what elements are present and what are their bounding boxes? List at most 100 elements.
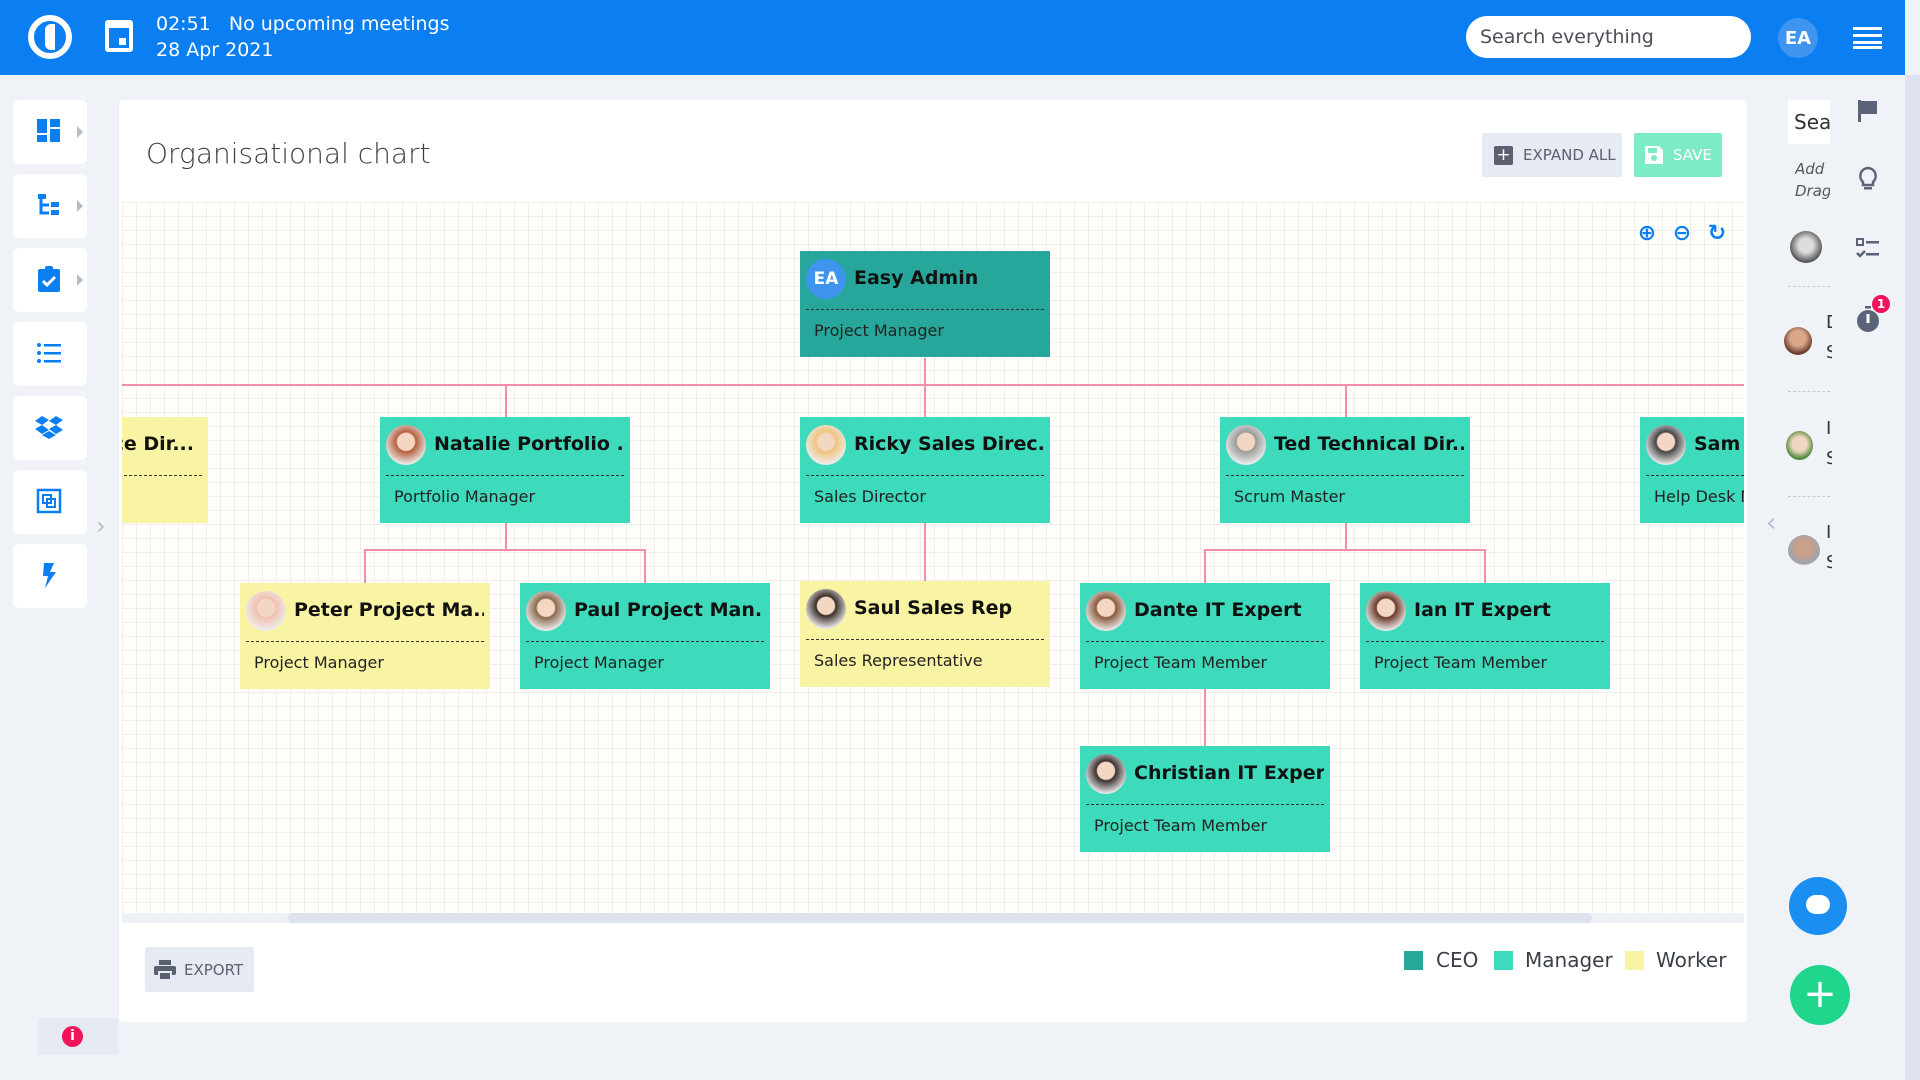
- lightning-icon: [35, 561, 63, 589]
- user-role: S: [1826, 448, 1832, 469]
- connector-line: [644, 549, 646, 583]
- sidebar-item-dropbox[interactable]: [13, 396, 87, 460]
- legend-label-worker: Worker: [1656, 948, 1726, 972]
- quick-add-button[interactable]: +: [1790, 965, 1850, 1025]
- chat-bubble-button[interactable]: [1789, 877, 1847, 935]
- info-icon: i: [62, 1026, 83, 1047]
- org-node[interactable]: Ian IT ExpertProject Team Member: [1360, 583, 1610, 689]
- node-role: Help Desk M: [1654, 487, 1744, 506]
- node-role: Scrum Master: [1234, 487, 1345, 506]
- panel-hint-drag: Drag: [1795, 182, 1830, 200]
- meetings-status[interactable]: No upcoming meetings: [229, 13, 450, 35]
- node-role: Sales Representative: [814, 651, 983, 670]
- scrollbar-thumb[interactable]: [288, 913, 1592, 923]
- org-node[interactable]: Peter Project Ma... Project Manager: [240, 583, 490, 689]
- hierarchy-icon: [35, 191, 63, 219]
- node-name: Saul Sales Rep: [854, 597, 1044, 619]
- node-role: Portfolio Manager: [394, 487, 535, 506]
- connector-line: [364, 549, 646, 551]
- user-avatar[interactable]: [1784, 327, 1812, 355]
- divider: [1788, 496, 1830, 497]
- node-role: Project Team Member: [1094, 653, 1267, 672]
- printer-icon: [154, 960, 176, 980]
- sidebar-item-list[interactable]: [13, 322, 87, 386]
- connector-line: [1204, 689, 1206, 746]
- zoom-in-icon[interactable]: ⊕: [1635, 222, 1659, 246]
- global-search-input[interactable]: [1466, 16, 1751, 58]
- sidebar-item-resources[interactable]: [13, 470, 87, 534]
- legend-swatch-manager: [1494, 951, 1513, 970]
- node-divider: [122, 475, 202, 476]
- avatar: [246, 591, 286, 631]
- org-node[interactable]: ce Dir...: [122, 417, 208, 523]
- user-role: S: [1826, 552, 1832, 573]
- org-node[interactable]: Ricky Sales Direc...Sales Director: [800, 417, 1050, 523]
- calendar-icon[interactable]: [105, 20, 133, 52]
- connector-line: [1204, 549, 1486, 551]
- zoom-out-icon[interactable]: ⊖: [1670, 222, 1694, 246]
- org-node[interactable]: Saul Sales RepSales Representative: [800, 581, 1050, 687]
- flag-icon[interactable]: [1855, 98, 1881, 124]
- node-name: ce Dir...: [122, 433, 194, 455]
- connector-line: [1345, 523, 1347, 550]
- org-node[interactable]: Ted Technical Dir...Scrum Master: [1220, 417, 1470, 523]
- node-divider: [1086, 641, 1324, 642]
- sidebar-item-tasks[interactable]: [13, 248, 87, 312]
- node-divider: [1086, 804, 1324, 805]
- connector-line: [122, 384, 1744, 386]
- node-divider: [806, 475, 1044, 476]
- clipboard-check-icon: [35, 265, 63, 293]
- node-divider: [526, 641, 764, 642]
- connector-line: [1345, 385, 1347, 417]
- org-node[interactable]: Paul Project Man...Project Manager: [520, 583, 770, 689]
- avatar: [1086, 591, 1126, 631]
- app-logo-icon[interactable]: [28, 15, 72, 59]
- collapse-panel-chevron-icon[interactable]: ‹: [1766, 508, 1776, 538]
- connector-line: [364, 549, 366, 583]
- sidebar-item-hierarchy[interactable]: [13, 174, 87, 238]
- legend-label-manager: Manager: [1525, 948, 1613, 972]
- org-chart-canvas[interactable]: EAEasy AdminProject Managerce Dir...Nata…: [122, 202, 1744, 914]
- avatar: [1086, 754, 1126, 794]
- node-name: Paul Project Man...: [574, 599, 764, 621]
- panel-hint-add: Add u: [1795, 160, 1830, 178]
- node-divider: [386, 475, 624, 476]
- node-name: Easy Admin: [854, 267, 1044, 289]
- expand-sidebar-chevron-icon[interactable]: ›: [96, 512, 106, 540]
- timer-badge: 1: [1872, 295, 1890, 313]
- divider: [1788, 391, 1830, 392]
- org-node[interactable]: Christian IT ExpertProject Team Member: [1080, 746, 1330, 852]
- user-avatar[interactable]: EA: [1778, 18, 1818, 58]
- sidebar-item-actions[interactable]: [13, 544, 87, 608]
- checklist-icon[interactable]: [1855, 236, 1881, 262]
- node-name: Sam S: [1694, 433, 1744, 455]
- org-node[interactable]: EAEasy AdminProject Manager: [800, 251, 1050, 357]
- connector-line: [505, 523, 507, 550]
- node-role: Project Manager: [254, 653, 384, 672]
- user-avatar[interactable]: [1786, 431, 1813, 460]
- connector-line: [505, 385, 507, 417]
- user-name: D: [1826, 312, 1832, 333]
- info-button[interactable]: i: [38, 1018, 118, 1055]
- user-name: I: [1826, 522, 1832, 543]
- hamburger-menu-icon[interactable]: [1853, 27, 1882, 49]
- expand-all-button[interactable]: +EXPAND ALL: [1482, 133, 1622, 177]
- org-node[interactable]: Natalie Portfolio ...Portfolio Manager: [380, 417, 630, 523]
- dropbox-icon: [35, 413, 63, 441]
- clock-time: 02:51: [156, 13, 211, 35]
- lightbulb-icon[interactable]: [1855, 166, 1881, 192]
- reset-zoom-icon[interactable]: ↻: [1705, 222, 1729, 246]
- node-divider: [806, 639, 1044, 640]
- user-avatar[interactable]: [1790, 231, 1822, 263]
- resource-icon: [35, 487, 63, 515]
- user-avatar[interactable]: [1788, 535, 1820, 567]
- user-search-input[interactable]: Sear: [1788, 100, 1830, 144]
- avatar: [1366, 591, 1406, 631]
- export-button[interactable]: EXPORT: [145, 947, 254, 992]
- node-name: Peter Project Ma...: [294, 599, 484, 621]
- node-role: Project Manager: [814, 321, 944, 340]
- sidebar-item-dashboard[interactable]: [13, 100, 87, 164]
- save-button[interactable]: SAVE: [1634, 133, 1722, 177]
- org-node[interactable]: Dante IT ExpertProject Team Member: [1080, 583, 1330, 689]
- org-node[interactable]: Sam S Help Desk M: [1640, 417, 1744, 523]
